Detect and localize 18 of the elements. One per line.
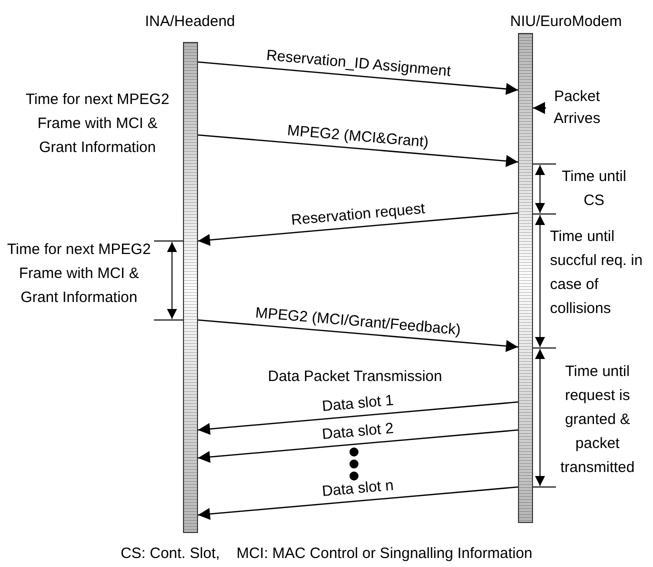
lifeline-label: NIU/EuroModem: [509, 12, 623, 32]
arrow: [198, 319, 518, 352]
annotation-text: Time until request is granted & packet transmitted: [559, 362, 636, 478]
arrow: [198, 61, 518, 95]
arrow: [198, 134, 518, 167]
note-text: Packet Arrives: [546, 86, 608, 130]
lifeline-label: INA/Headend: [144, 12, 236, 32]
arrow: [198, 212, 518, 246]
annotation-text: Time until CS: [560, 167, 628, 211]
arrow: [533, 102, 546, 114]
annotation-text: Time until succful req. in case of collisions: [550, 227, 644, 319]
arrow: [198, 486, 518, 520]
annotation-text: Time for next MPEG2 Frame with MCI & Grant Information: [6, 240, 152, 308]
annotation-text: Time for next MPEG2 Frame with MCI & Grant Information: [24, 90, 170, 158]
section-label: Data Packet Transmission: [266, 367, 444, 387]
caption: CS: Cont. Slot, MCI: MAC Control or Singnalling Information: [120, 544, 534, 564]
arrow: [198, 429, 518, 463]
arrow: [198, 401, 518, 435]
